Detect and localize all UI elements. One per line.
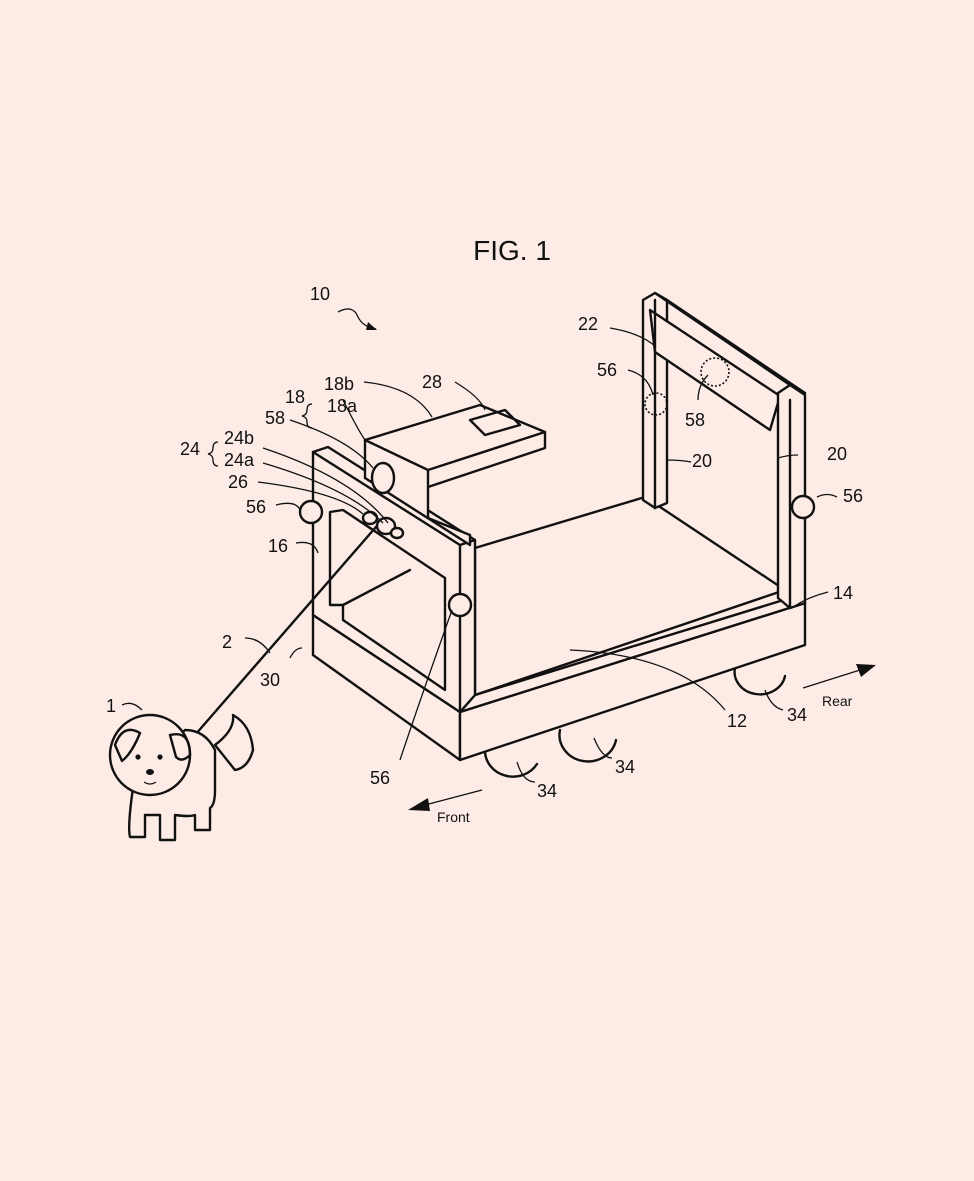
label-56-left: 56 [246,497,266,517]
label-12: 12 [727,711,747,731]
dog-illustration [108,713,255,842]
label-30: 30 [260,670,280,690]
label-56: 56 [597,360,617,380]
front-panel [311,445,477,714]
label-58: 58 [685,410,705,430]
rear-frame [641,291,807,610]
sensor-56-right [790,494,816,520]
label-18: 18 [285,387,305,407]
label-10: 10 [310,284,330,304]
label-56-right: 56 [843,486,863,506]
label-1: 1 [106,696,116,716]
control-box [363,403,547,547]
label-20-left: 20 [692,451,712,471]
label-34-rear: 34 [787,705,807,725]
sensor-56-left [298,499,324,525]
rear-arrow: Rear [802,664,876,709]
label-56-front: 56 [370,768,390,788]
label-22: 22 [578,314,598,334]
leader-lines [121,308,838,783]
hidden-camera-58 [700,357,730,387]
hidden-sensor-56 [644,392,668,416]
label-20-right: 20 [827,444,847,464]
label-24a: 24a [224,450,255,470]
label-24b: 24b [224,428,254,448]
label-34-middle: 34 [615,757,635,777]
front-arrow: Front [408,789,483,825]
label-24: 24 [180,439,200,459]
label-18b: 18b [324,374,354,394]
label-16: 16 [268,536,288,556]
front-label: Front [437,809,470,825]
reference-labels: 10 22 56 58 28 18 18b 18a 58 24 24b 24a … [106,284,863,801]
label-34-front: 34 [537,781,557,801]
camera-58 [370,461,396,495]
label-26: 26 [228,472,248,492]
label-2: 2 [222,632,232,652]
label-14: 14 [833,583,853,603]
leash [193,518,384,737]
label-28: 28 [422,372,442,392]
wheels [483,666,787,778]
label-58-front: 58 [265,408,285,428]
figure-title: FIG. 1 [473,235,551,266]
label-18a: 18a [327,396,358,416]
sensor-56-front [447,592,473,618]
rear-label: Rear [822,693,853,709]
